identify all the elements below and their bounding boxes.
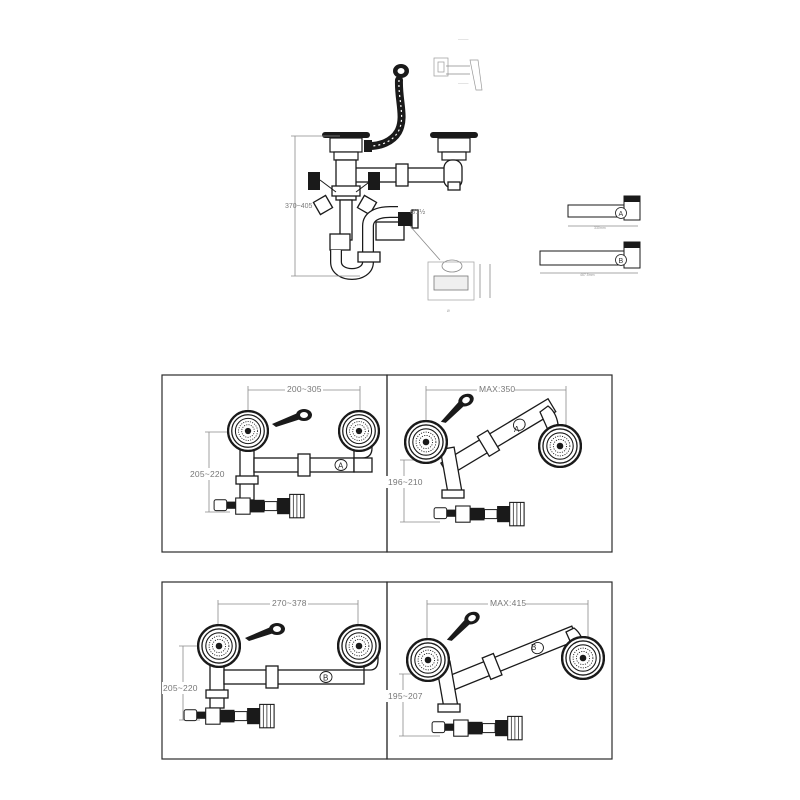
overview-height-dimension: 370~405 (285, 135, 360, 277)
pipe-b-length: 467.5mm (580, 273, 595, 277)
right-sink-basin (430, 132, 478, 161)
panel-2-pipe-letter: A (514, 425, 520, 434)
pipe-a-drawing: A 330mm (567, 195, 641, 230)
installation-panel-1: 200~305 205~220 A (161, 374, 388, 553)
overview-diagram: Ø ——— ——— 370~405 G1½ A 3 (285, 37, 641, 313)
panel-4-height-label: 195~207 (388, 691, 423, 701)
panel-2-height-label: 196~210 (388, 477, 423, 487)
svg-text:———: ——— (458, 81, 469, 85)
outlet-detail: Ø (409, 225, 491, 313)
panel-3-width-label: 270~378 (272, 598, 307, 608)
pipe-a-length: 330mm (594, 226, 606, 230)
panel-1-height-label: 205~220 (190, 469, 225, 479)
overflow-hose (364, 64, 409, 152)
trap-u-bend (330, 206, 419, 280)
panel-4-pipe-letter: B (531, 643, 536, 652)
panel-4-width-label: MAX:415 (490, 598, 526, 608)
pipe-b-letter: B (619, 258, 624, 265)
thread-size-label: G1½ (410, 208, 425, 216)
panel-2-width-label: MAX:350 (479, 384, 515, 394)
top-detail-drawing: ——— ——— (433, 37, 483, 91)
installation-panel-3: 270~378 205~220 B (161, 581, 388, 760)
installation-panel-4: MAX:415 195~207 B (386, 581, 613, 760)
left-sink-basin (322, 132, 370, 161)
pipe-a-letter: A (619, 211, 624, 218)
pipe-b-drawing: B 467.5mm (539, 241, 641, 277)
tee-assembly (308, 159, 380, 251)
overview-height-label: 370~405 (285, 203, 313, 210)
panel-3-pipe-letter: B (323, 674, 328, 683)
installation-panel-2: MAX:350 196~210 A (386, 374, 613, 553)
svg-text:———: ——— (458, 37, 469, 41)
panel-3-height-label: 205~220 (163, 683, 198, 693)
panel-1-width-label: 200~305 (287, 384, 322, 394)
panel-1-pipe-letter: A (338, 462, 344, 471)
svg-text:Ø: Ø (447, 309, 450, 313)
